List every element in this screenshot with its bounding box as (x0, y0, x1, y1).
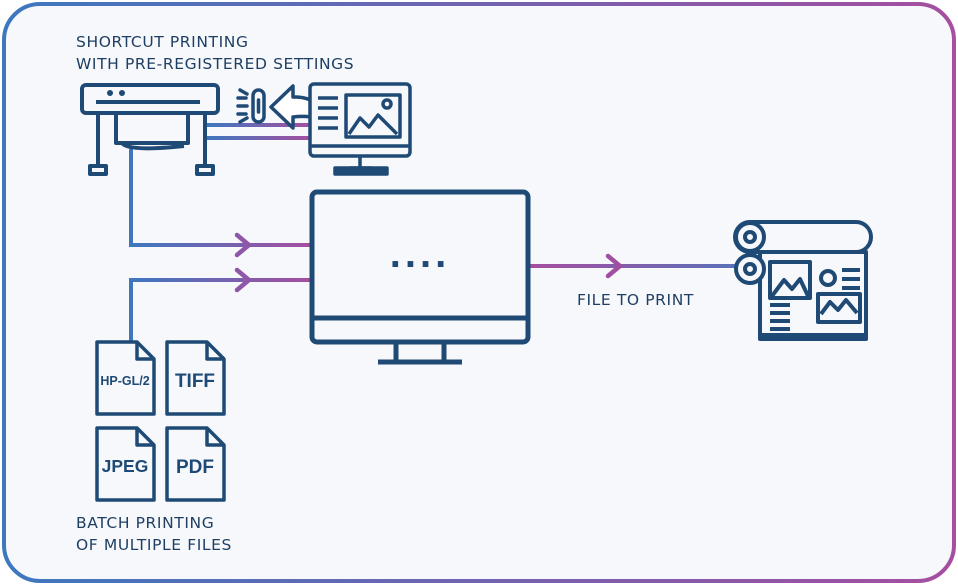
link-icon (236, 88, 266, 124)
arrow-output (605, 253, 623, 279)
shortcut-printing-label: SHORTCUT PRINTING WITH PRE-REGISTERED SE… (76, 31, 354, 75)
arrow-top (234, 232, 252, 258)
flow-arrows (234, 232, 623, 293)
computer-with-image-icon (308, 82, 412, 176)
batch-label-line2: OF MULTIPLE FILES (76, 536, 232, 554)
batch-printing-label: BATCH PRINTING OF MULTIPLE FILES (76, 512, 232, 556)
file-to-print-label: FILE TO PRINT (577, 291, 694, 309)
shortcut-label-line2: WITH PRE-REGISTERED SETTINGS (76, 55, 355, 73)
computer-monitor-icon (309, 189, 531, 365)
file-type-tiff: TIFF (175, 371, 215, 392)
file-type-pdf: PDF (176, 457, 214, 478)
arrow-bottom (234, 267, 252, 293)
monitor-screen-dots: .... (390, 232, 450, 276)
large-format-printer-icon (80, 83, 220, 176)
file-type-jpeg: JPEG (102, 456, 149, 476)
file-type-hpgl: HP-GL/2 (100, 374, 149, 388)
file-icons (95, 340, 226, 502)
shortcut-label-line1: SHORTCUT PRINTING (76, 33, 249, 51)
printed-roll-output-icon (733, 220, 873, 341)
batch-label-line1: BATCH PRINTING (76, 514, 215, 532)
